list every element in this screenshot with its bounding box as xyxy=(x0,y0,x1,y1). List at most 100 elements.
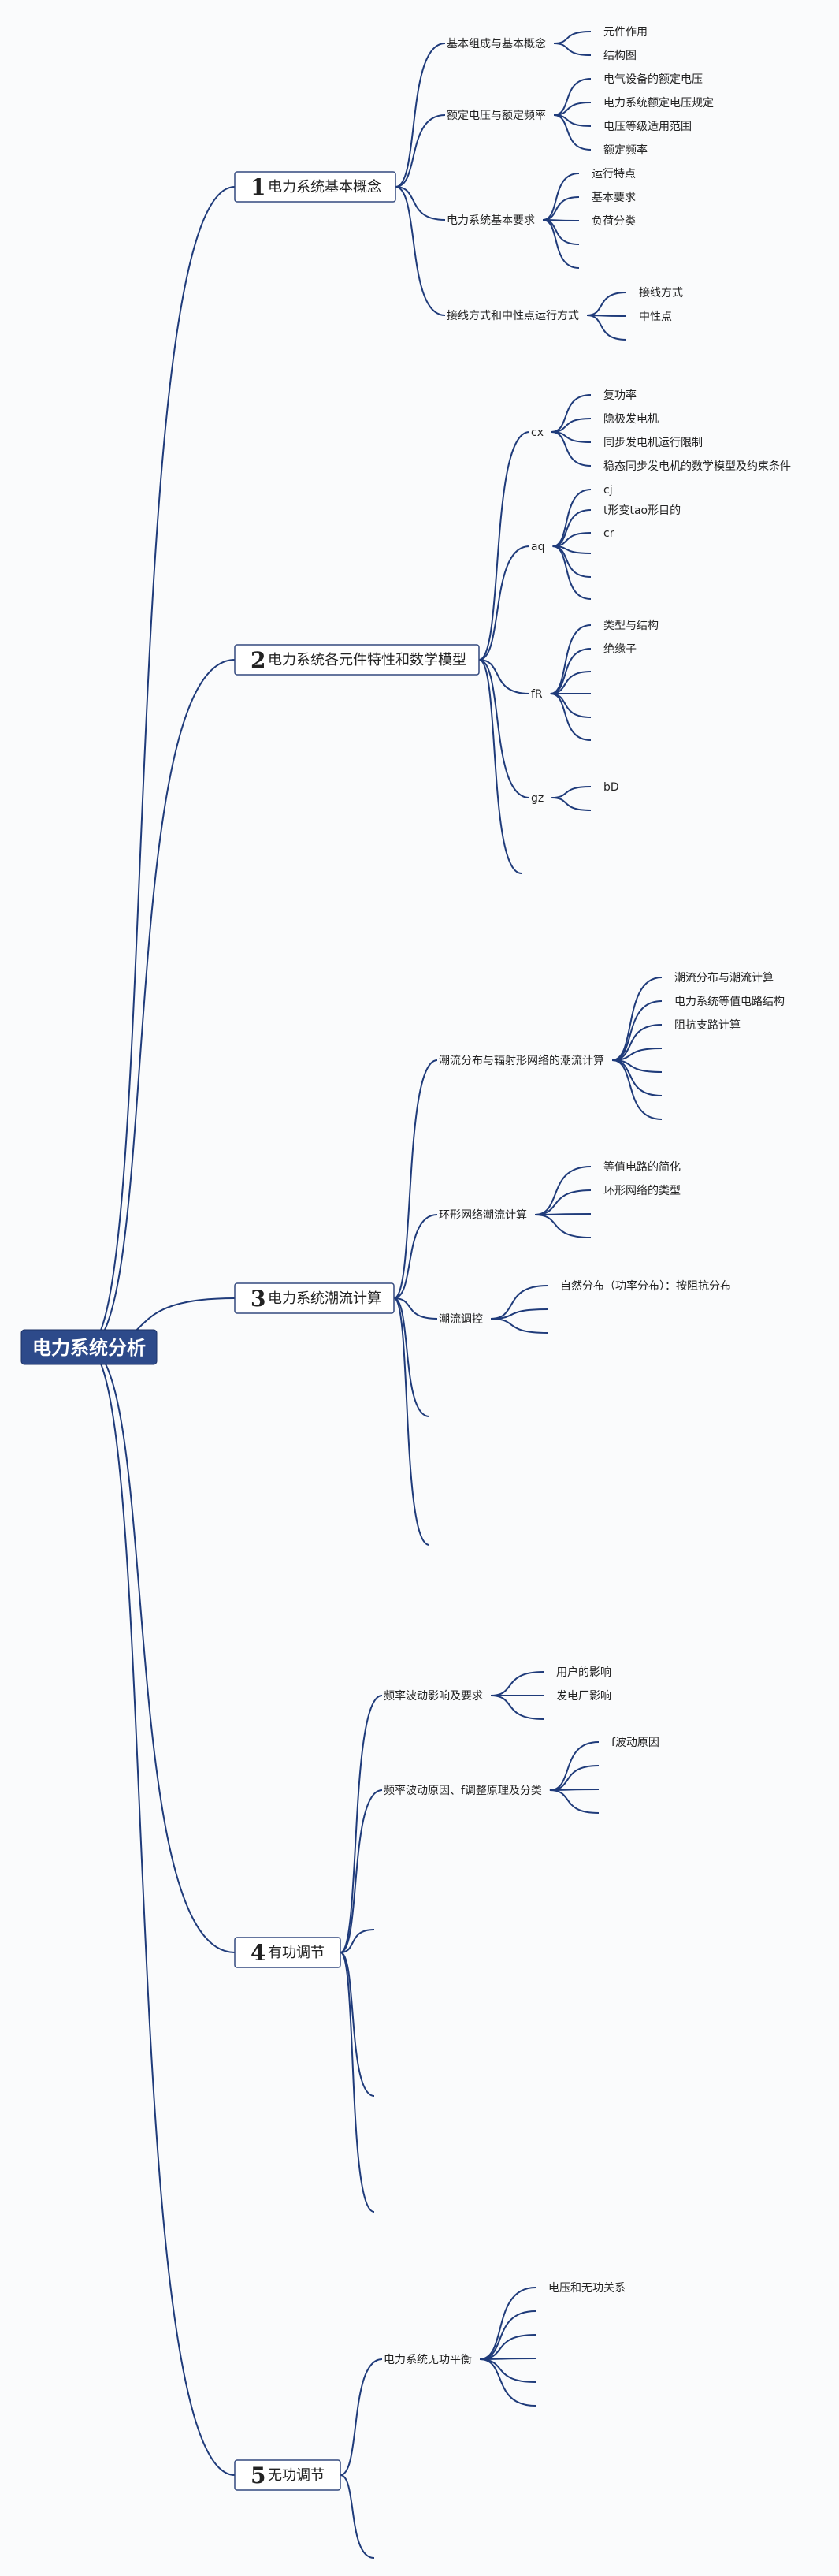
leaf-connector-line xyxy=(490,1695,544,1720)
leaf-label[interactable]: 同步发电机运行限制 xyxy=(603,437,703,449)
leaf-label[interactable]: 中性点 xyxy=(639,311,672,323)
root-node[interactable]: 电力系统分析 xyxy=(20,1329,158,1365)
leaf-label[interactable]: 绝缘子 xyxy=(603,643,637,656)
section-3-branch-line xyxy=(393,1297,438,1320)
section-number: 2 xyxy=(251,647,265,673)
leaf-label[interactable]: 负荷分类 xyxy=(592,215,636,228)
leaf-connector-line xyxy=(586,292,627,316)
branch-label[interactable]: 电力系统无功平衡 xyxy=(384,2354,472,2366)
section-4-branch-line xyxy=(340,1789,383,1953)
leaf-label[interactable]: 结构图 xyxy=(603,50,637,62)
leaf-label[interactable]: 电气设备的额定电压 xyxy=(603,73,703,86)
leaf-connector-line xyxy=(611,1059,663,1096)
leaf-connector-line xyxy=(553,78,592,116)
leaf-label[interactable]: 接线方式 xyxy=(639,286,683,300)
root-to-section-5-line xyxy=(86,1346,236,2476)
leaf-connector-line xyxy=(534,1213,592,1215)
leaf-connector-line xyxy=(490,1318,548,1334)
leaf-label[interactable]: 隐极发电机 xyxy=(603,413,659,426)
root-node-box xyxy=(20,1329,158,1365)
leaf-connector-line xyxy=(611,1024,663,1061)
leaf-label[interactable]: 电力系统额定电压规定 xyxy=(603,97,714,110)
leaf-label[interactable]: 电压和无功关系 xyxy=(548,2282,626,2295)
section-3-branch-line xyxy=(393,1214,438,1299)
branch-label[interactable]: 额定电压与额定频率 xyxy=(447,109,546,122)
branch-label[interactable]: cx xyxy=(531,426,544,439)
section-number: 1 xyxy=(251,174,265,200)
leaf-label[interactable]: 环形网络的类型 xyxy=(603,1185,681,1197)
leaf-connector-line xyxy=(611,1059,663,1120)
section-3-branch-line xyxy=(393,1059,438,1299)
leaf-label[interactable]: 元件作用 xyxy=(603,26,648,39)
leaf-label[interactable]: 类型与结构 xyxy=(603,620,659,632)
leaf-label[interactable]: 电压等级适用范围 xyxy=(603,120,692,133)
leaf-label[interactable]: cj xyxy=(603,484,613,497)
leaf-connector-line xyxy=(549,1741,600,1791)
section-node-box xyxy=(234,2459,341,2491)
section-3-branch-line xyxy=(393,1297,430,1417)
section-1-branch-line xyxy=(395,186,446,221)
section-3-branch-line xyxy=(393,1297,430,1546)
section-node-box xyxy=(234,1282,395,1314)
leaf-label[interactable]: 基本要求 xyxy=(592,191,636,204)
section-4-branch-line xyxy=(340,1952,375,2213)
leaf-connector-line xyxy=(479,2310,536,2360)
leaf-label[interactable]: bD xyxy=(603,781,619,794)
branch-label[interactable]: gz xyxy=(531,792,544,805)
leaf-label[interactable]: 额定频率 xyxy=(603,143,648,157)
leaf-label[interactable]: cr xyxy=(603,527,614,540)
leaf-label[interactable]: f波动原因 xyxy=(611,1737,659,1749)
leaf-label[interactable]: 电力系统等值电路结构 xyxy=(674,995,785,1008)
leaf-connector-line xyxy=(490,1671,544,1696)
branch-label[interactable]: 潮流调控 xyxy=(439,1313,483,1326)
leaf-connector-line xyxy=(586,315,627,341)
leaf-label[interactable]: 稳态同步发电机的数学模型及约束条件 xyxy=(603,460,791,473)
leaf-connector-line xyxy=(479,2358,536,2383)
leaf-label[interactable]: t形变tao形目的 xyxy=(603,504,681,517)
section-title: 有功调节 xyxy=(268,1945,325,1961)
leaf-connector-line xyxy=(542,219,580,245)
connector-lines xyxy=(86,31,663,2559)
section-2-branch-line xyxy=(478,659,530,694)
branch-label[interactable]: 频率波动原因、f调整原理及分类 xyxy=(384,1784,542,1797)
leaf-label[interactable]: 用户的影响 xyxy=(556,1666,611,1679)
leaf-label[interactable]: 复功率 xyxy=(603,389,637,402)
branch-label[interactable]: 频率波动影响及要求 xyxy=(384,1689,483,1703)
leaf-label[interactable]: 运行特点 xyxy=(592,168,636,181)
section-4-branch-line xyxy=(340,1695,383,1953)
leaf-connector-line xyxy=(553,43,592,56)
section-4-branch-line xyxy=(340,1952,375,2097)
branch-label[interactable]: 接线方式和中性点运行方式 xyxy=(447,309,579,322)
leaf-connector-line xyxy=(479,2287,536,2360)
leaf-connector-line xyxy=(550,624,592,694)
section-2-branch-line xyxy=(478,545,530,661)
leaf-connector-line xyxy=(552,489,592,547)
leaf-connector-line xyxy=(542,196,580,221)
leaf-label[interactable]: 潮流分布与潮流计算 xyxy=(674,972,774,985)
leaf-label[interactable]: 阻抗支路计算 xyxy=(674,1019,741,1032)
section-node-box xyxy=(234,644,480,676)
leaf-connector-line xyxy=(479,2358,536,2360)
branch-label[interactable]: 电力系统基本要求 xyxy=(447,214,535,227)
leaf-label[interactable]: 发电厂影响 xyxy=(556,1690,611,1703)
leaf-label[interactable]: 等值电路的简化 xyxy=(603,1160,681,1174)
leaf-connector-line xyxy=(534,1189,592,1215)
leaf-connector-line xyxy=(551,797,592,811)
branch-label[interactable]: aq xyxy=(531,541,544,553)
branch-label[interactable]: 潮流分布与辐射形网络的潮流计算 xyxy=(439,1055,604,1067)
leaf-connector-line xyxy=(534,1214,592,1238)
section-number: 3 xyxy=(251,1286,265,1312)
branch-label[interactable]: 环形网络潮流计算 xyxy=(439,1209,527,1222)
section-node-box xyxy=(234,1937,341,1968)
section-1-branch-line xyxy=(395,43,446,188)
leaf-label[interactable]: 自然分布（功率分布）：按阻抗分布 xyxy=(560,1279,731,1293)
branch-label[interactable]: fR xyxy=(531,688,543,701)
leaf-connector-line xyxy=(549,1765,600,1791)
branch-label[interactable]: 基本组成与基本概念 xyxy=(447,37,546,50)
